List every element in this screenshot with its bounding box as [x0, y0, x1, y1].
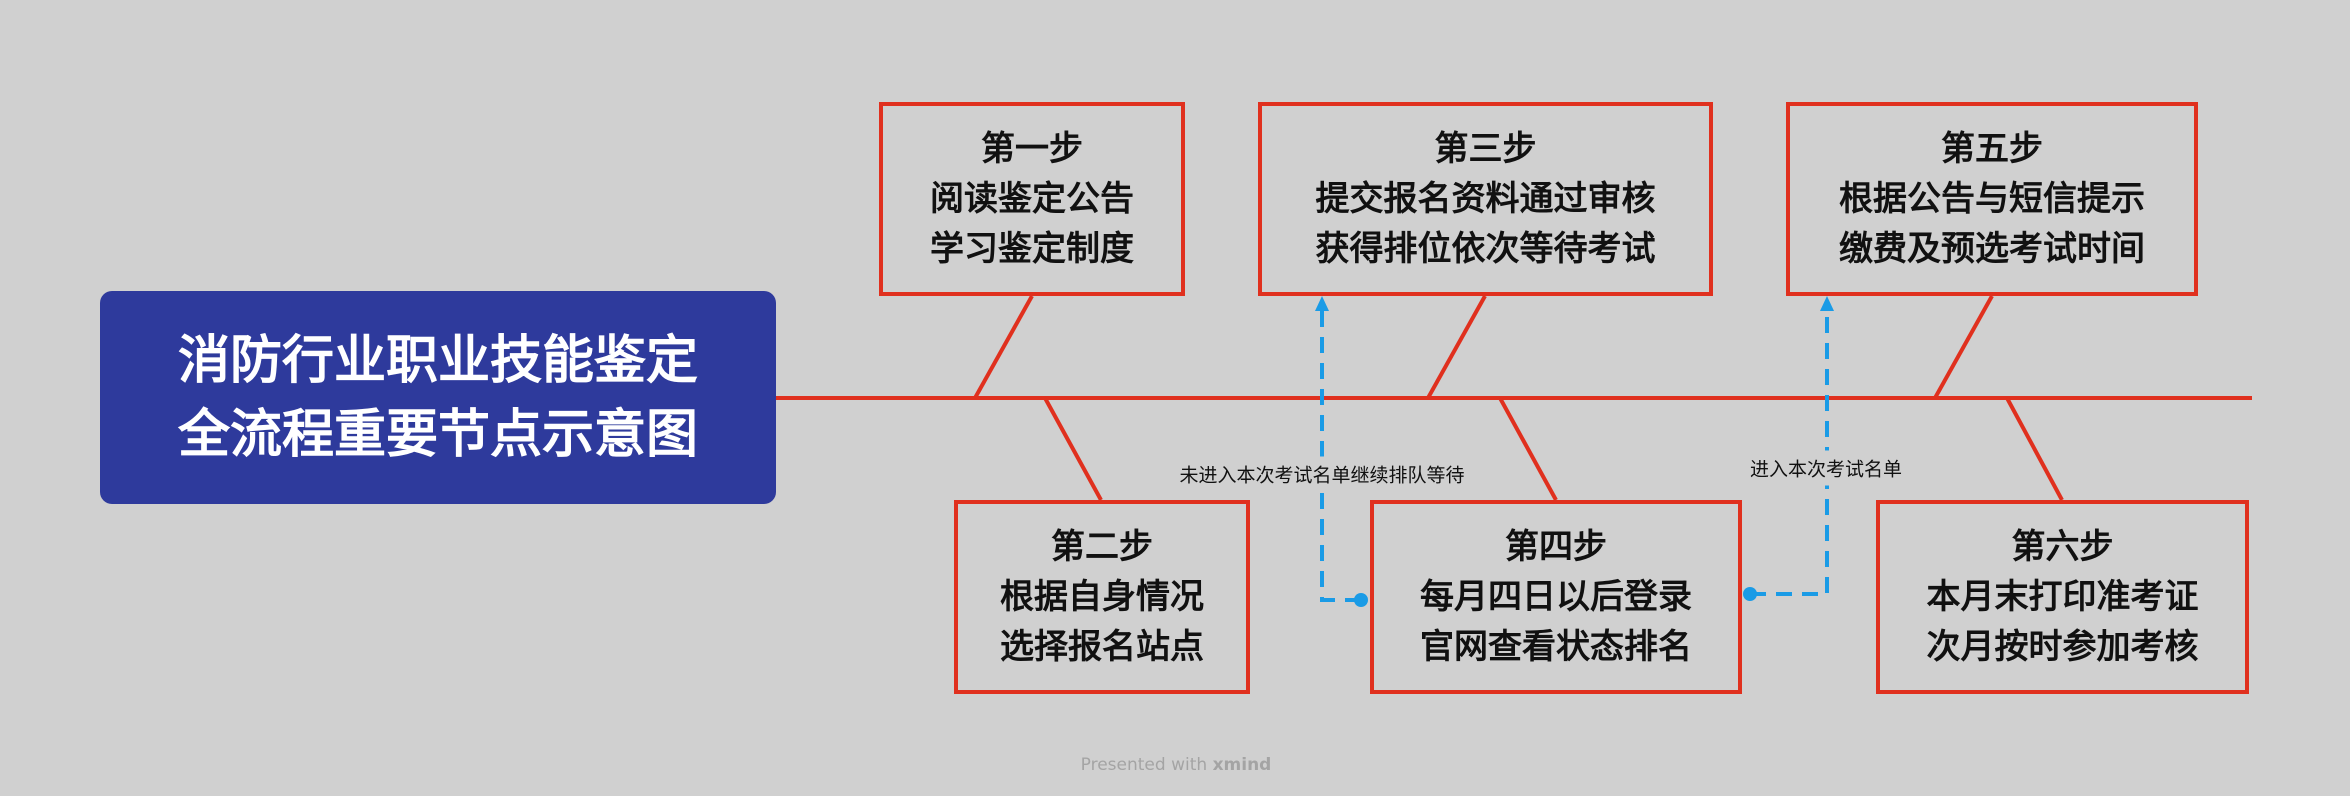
step-heading: 第五步: [1941, 129, 2043, 169]
step-line: 缴费及预选考试时间: [1839, 229, 2145, 269]
step-heading: 第四步: [1505, 527, 1607, 567]
branch-step5: [1933, 295, 1994, 399]
step-6-box[interactable]: 第六步 本月末打印准考证 次月按时参加考核: [1876, 500, 2249, 694]
title-line1: 消防行业职业技能鉴定: [177, 330, 698, 391]
step-heading: 第六步: [2011, 527, 2114, 567]
step-4-box[interactable]: 第四步 每月四日以后登录 官网查看状态排名: [1370, 500, 1742, 694]
branch-step1: [973, 295, 1034, 399]
arrow-up-icon: [1315, 296, 1329, 311]
connector-step4-to-step3: [1320, 306, 1361, 602]
central-topic[interactable]: 消防行业职业技能鉴定 全流程重要节点示意图: [100, 291, 776, 504]
branch-step6: [2005, 397, 2064, 501]
branch-step4: [1498, 397, 1558, 501]
step-5-box[interactable]: 第五步 根据公告与短信提示 缴费及预选考试时间: [1786, 102, 2198, 296]
branch-step3: [1426, 295, 1487, 399]
title-line2: 全流程重要节点示意图: [177, 404, 698, 465]
step-line: 每月四日以后登录: [1420, 577, 1692, 617]
step-line: 提交报名资料通过审核: [1315, 179, 1656, 219]
branch-step2: [1043, 397, 1103, 501]
step-heading: 第一步: [981, 129, 1083, 169]
xmind-logo: xmind: [1212, 755, 1272, 775]
step-line: 选择报名站点: [1000, 627, 1204, 667]
step-heading: 第三步: [1434, 129, 1537, 169]
connector-start-dot: [1354, 593, 1368, 607]
step-line: 阅读鉴定公告: [930, 179, 1134, 219]
connector-label-enter: 进入本次考试名单: [1743, 450, 1909, 486]
step-1-box[interactable]: 第一步 阅读鉴定公告 学习鉴定制度: [879, 102, 1185, 296]
step-line: 学习鉴定制度: [930, 229, 1134, 269]
connector-start-dot: [1743, 587, 1757, 601]
step-line: 根据公告与短信提示: [1839, 179, 2145, 219]
step-line: 获得排位依次等待考试: [1315, 229, 1656, 269]
footer-credit: Presented with xmind: [1081, 755, 1272, 775]
connector-step4-to-step5: [1750, 306, 1829, 596]
step-line: 次月按时参加考核: [1926, 627, 2199, 667]
footer-prefix: Presented with: [1080, 755, 1208, 775]
step-line: 本月末打印准考证: [1926, 577, 2199, 617]
step-2-box[interactable]: 第二步 根据自身情况 选择报名站点: [954, 500, 1250, 694]
step-heading: 第二步: [1051, 527, 1153, 567]
connector-label-wait: 未进入本次考试名单继续排队等待: [1173, 456, 1471, 492]
step-3-box[interactable]: 第三步 提交报名资料通过审核 获得排位依次等待考试: [1258, 102, 1713, 296]
arrow-up-icon: [1820, 296, 1834, 311]
step-line: 根据自身情况: [1000, 577, 1204, 617]
step-line: 官网查看状态排名: [1420, 627, 1692, 667]
